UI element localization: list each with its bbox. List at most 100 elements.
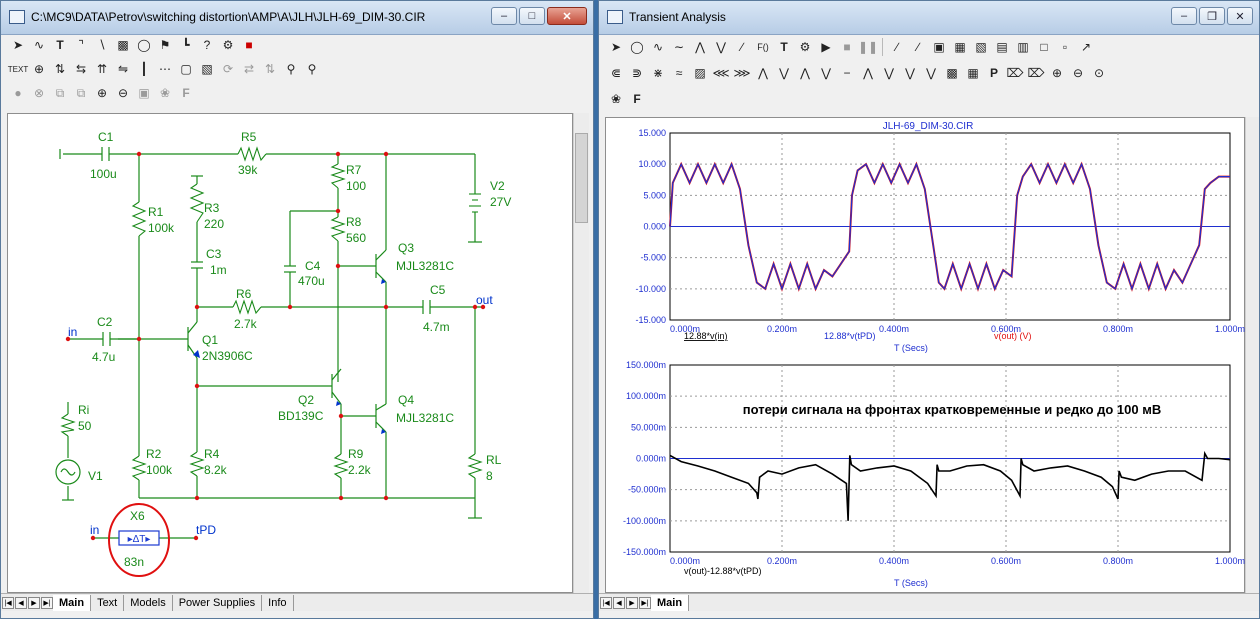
tab-next-icon[interactable]: ▶ bbox=[626, 596, 638, 609]
text-tool-icon[interactable]: T bbox=[780, 40, 788, 54]
table-icon[interactable]: ▦ bbox=[967, 66, 979, 80]
y-scale-icon[interactable]: ⌦ bbox=[1027, 66, 1045, 80]
ortho-wire-icon[interactable]: ⌝ bbox=[78, 38, 84, 52]
font-icon[interactable]: F bbox=[182, 86, 190, 100]
inflection-icon[interactable]: − bbox=[843, 66, 851, 80]
diagonal-wire-icon[interactable]: ∖ bbox=[98, 38, 106, 52]
current-icon[interactable]: ⇆ bbox=[75, 62, 87, 76]
select-arrow-icon[interactable]: ➤ bbox=[610, 40, 622, 54]
curve-icon[interactable]: ∿ bbox=[652, 40, 664, 54]
title-icon[interactable]: ▧ bbox=[201, 62, 213, 76]
ruler-icon[interactable]: ▥ bbox=[1017, 40, 1029, 54]
run-icon[interactable]: ▶ bbox=[821, 40, 831, 54]
high-icon[interactable]: ⋀ bbox=[800, 66, 810, 80]
pin-icon[interactable]: ┗ bbox=[182, 38, 190, 52]
flip-icon[interactable]: ⇅ bbox=[264, 62, 276, 76]
cursor-right-icon[interactable]: ⋙ bbox=[733, 66, 751, 80]
binoculars-icon[interactable]: ⚲ bbox=[307, 62, 317, 76]
palette-icon[interactable]: ❀ bbox=[159, 86, 171, 100]
text-tool-icon[interactable]: T bbox=[56, 38, 64, 52]
stop-icon[interactable]: ■ bbox=[245, 38, 253, 52]
tab-main[interactable]: Main bbox=[53, 594, 92, 611]
peak-icon[interactable]: ⋀ bbox=[695, 40, 705, 54]
x-scale-icon[interactable]: ⌦ bbox=[1006, 66, 1024, 80]
formula-icon[interactable]: F() bbox=[757, 42, 769, 52]
power-icon[interactable]: ⇈ bbox=[96, 62, 108, 76]
curve-2-icon[interactable]: ∼ bbox=[673, 40, 685, 54]
baseline-icon[interactable]: ▫ bbox=[1062, 40, 1068, 54]
properties-icon[interactable]: ⚙ bbox=[799, 40, 811, 54]
border-icon[interactable]: ▢ bbox=[180, 62, 192, 76]
component-icon[interactable]: ◯ bbox=[630, 40, 644, 54]
find-icon[interactable]: ⚲ bbox=[286, 62, 296, 76]
axes-icon[interactable]: □ bbox=[1040, 40, 1048, 54]
tab-power-supplies[interactable]: Power Supplies bbox=[173, 594, 263, 611]
slope-find-icon[interactable]: ⋇ bbox=[652, 66, 664, 80]
tokens-icon[interactable]: ▤ bbox=[996, 40, 1008, 54]
right-close-button[interactable]: ✕ bbox=[1227, 7, 1253, 25]
info-icon[interactable]: ⚙ bbox=[222, 38, 234, 52]
peak-find-icon[interactable]: ⋐ bbox=[610, 66, 622, 80]
left-title-bar[interactable]: C:\MC9\DATA\Petrov\switching distortion\… bbox=[1, 1, 593, 35]
valley-find-icon[interactable]: ⋑ bbox=[631, 66, 643, 80]
tab-prev-icon[interactable]: ◀ bbox=[15, 596, 27, 609]
close-button[interactable]: ✕ bbox=[547, 7, 587, 25]
zoom-out-icon[interactable]: ⊖ bbox=[1072, 66, 1084, 80]
line-tool-icon[interactable]: ∕ bbox=[895, 40, 898, 54]
node-numbers-icon[interactable]: ⊕ bbox=[33, 62, 45, 76]
cursor-icon[interactable]: ↗ bbox=[1080, 40, 1092, 54]
flag-icon[interactable]: ⚑ bbox=[159, 38, 171, 52]
p-icon[interactable]: P bbox=[989, 66, 998, 80]
maximize-button[interactable]: □ bbox=[519, 7, 545, 25]
grid-icon[interactable]: ▦ bbox=[954, 40, 966, 54]
zoom-fit-icon[interactable]: ⊙ bbox=[1093, 66, 1105, 80]
zoom-out-icon[interactable]: ⊖ bbox=[117, 86, 129, 100]
condition-icon[interactable]: ⇋ bbox=[117, 62, 129, 76]
global-low-icon[interactable]: ⋁ bbox=[884, 66, 894, 80]
right-title-bar[interactable]: Transient Analysis – ❐ ✕ bbox=[599, 1, 1259, 35]
right-minimize-button[interactable]: – bbox=[1171, 7, 1197, 25]
peak-left-icon[interactable]: ⋀ bbox=[758, 66, 768, 80]
tab-last-icon[interactable]: ▶| bbox=[41, 596, 53, 609]
rotate-icon[interactable]: ⟳ bbox=[222, 62, 234, 76]
wire-icon[interactable]: ∿ bbox=[33, 38, 45, 52]
tab-last-icon[interactable]: ▶| bbox=[639, 596, 651, 609]
valley-icon[interactable]: ⋁ bbox=[716, 40, 726, 54]
tab-info[interactable]: Info bbox=[262, 594, 294, 611]
slope-icon[interactable]: ∕ bbox=[740, 40, 743, 54]
minimize-button[interactable]: – bbox=[491, 7, 517, 25]
left-scroll-thumb[interactable] bbox=[575, 133, 588, 223]
data-icon[interactable]: ▩ bbox=[946, 66, 958, 80]
low-icon[interactable]: ⋁ bbox=[821, 66, 831, 80]
help-icon[interactable]: ? bbox=[203, 38, 211, 52]
left-vertical-scrollbar[interactable] bbox=[573, 113, 589, 593]
voltage-icon[interactable]: ⇅ bbox=[54, 62, 66, 76]
cursor-left-icon[interactable]: ⋘ bbox=[712, 66, 730, 80]
wave-icon[interactable]: ≈ bbox=[675, 66, 683, 80]
valley-left-icon[interactable]: ⋁ bbox=[779, 66, 789, 80]
zoom-in-icon[interactable]: ⊕ bbox=[1051, 66, 1063, 80]
copy-icon[interactable]: ⧉ bbox=[55, 85, 65, 100]
tab-prev-icon[interactable]: ◀ bbox=[613, 596, 625, 609]
font-icon[interactable]: F bbox=[633, 92, 641, 106]
global-high-icon[interactable]: ⋀ bbox=[863, 66, 873, 80]
tab-first-icon[interactable]: |◀ bbox=[2, 596, 14, 609]
zoom-in-icon[interactable]: ⊕ bbox=[96, 86, 108, 100]
tab-main[interactable]: Main bbox=[651, 594, 690, 611]
pause-icon[interactable]: ❚❚ bbox=[857, 40, 879, 54]
folder-icon[interactable]: ▣ bbox=[138, 86, 150, 100]
paste-icon[interactable]: ⧉ bbox=[76, 85, 86, 100]
schematic-canvas[interactable]: ▸ΔT▸ C1 100u R5 39k R7 100 R8 560 V2 27V… bbox=[7, 113, 573, 593]
pin-connections-icon[interactable]: ┃ bbox=[140, 62, 148, 76]
bottom-2-icon[interactable]: ⋁ bbox=[926, 66, 936, 80]
palette-icon[interactable]: ❀ bbox=[610, 92, 622, 106]
select-arrow-icon[interactable]: ➤ bbox=[12, 38, 24, 52]
component-icon[interactable]: ▩ bbox=[117, 38, 129, 52]
cancel-icon[interactable]: ⊗ bbox=[33, 86, 45, 100]
tab-text[interactable]: Text bbox=[91, 594, 125, 611]
grid-icon[interactable]: ⋯ bbox=[159, 62, 171, 76]
right-restore-button[interactable]: ❐ bbox=[1199, 7, 1225, 25]
tab-next-icon[interactable]: ▶ bbox=[28, 596, 40, 609]
